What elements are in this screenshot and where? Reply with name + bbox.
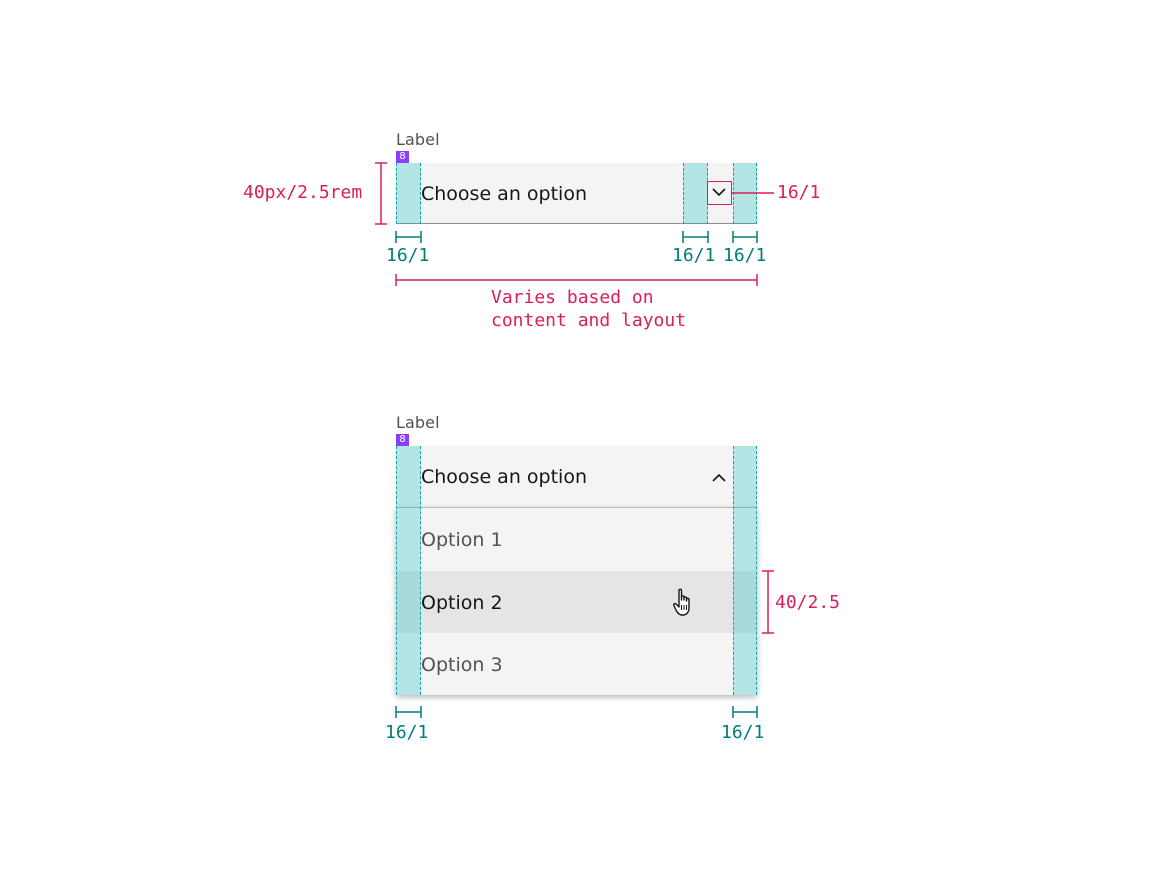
padding-left-annotation: 16/1 bbox=[385, 722, 429, 743]
chevron-down-icon[interactable] bbox=[707, 181, 732, 205]
row-height-annotation: 40/2.5 bbox=[775, 592, 841, 613]
padding-right-annotation: 16/1 bbox=[723, 245, 767, 266]
padding-left-annotation: 16/1 bbox=[386, 245, 430, 266]
spacing-badge: 8 bbox=[396, 434, 409, 446]
height-annotation: 40px/2.5rem bbox=[243, 182, 363, 203]
field-label: Label bbox=[396, 130, 440, 149]
hand-cursor-icon bbox=[672, 587, 700, 619]
option-2-hovered[interactable] bbox=[396, 571, 757, 633]
chevron-up-icon[interactable] bbox=[708, 466, 730, 488]
spacing-badge: 8 bbox=[396, 151, 409, 163]
dropdown-placeholder: Choose an option bbox=[421, 183, 587, 205]
icon-size-annotation: 16/1 bbox=[777, 182, 821, 203]
padding-left-zone bbox=[396, 446, 421, 695]
option-label: Option 2 bbox=[421, 592, 503, 614]
option-label: Option 3 bbox=[421, 654, 503, 676]
field-label: Label bbox=[396, 413, 440, 432]
option-label: Option 1 bbox=[421, 529, 503, 551]
padding-right-zone bbox=[733, 446, 757, 695]
width-note-line2: content and layout bbox=[491, 310, 687, 331]
padding-icon-annotation: 16/1 bbox=[672, 245, 716, 266]
dropdown-field-open[interactable] bbox=[396, 446, 757, 508]
padding-left-zone bbox=[396, 163, 421, 224]
dropdown-placeholder: Choose an option bbox=[421, 466, 587, 488]
padding-right-annotation: 16/1 bbox=[721, 722, 765, 743]
dropdown-field-closed[interactable] bbox=[396, 163, 757, 224]
width-note-line1: Varies based on bbox=[491, 287, 654, 308]
